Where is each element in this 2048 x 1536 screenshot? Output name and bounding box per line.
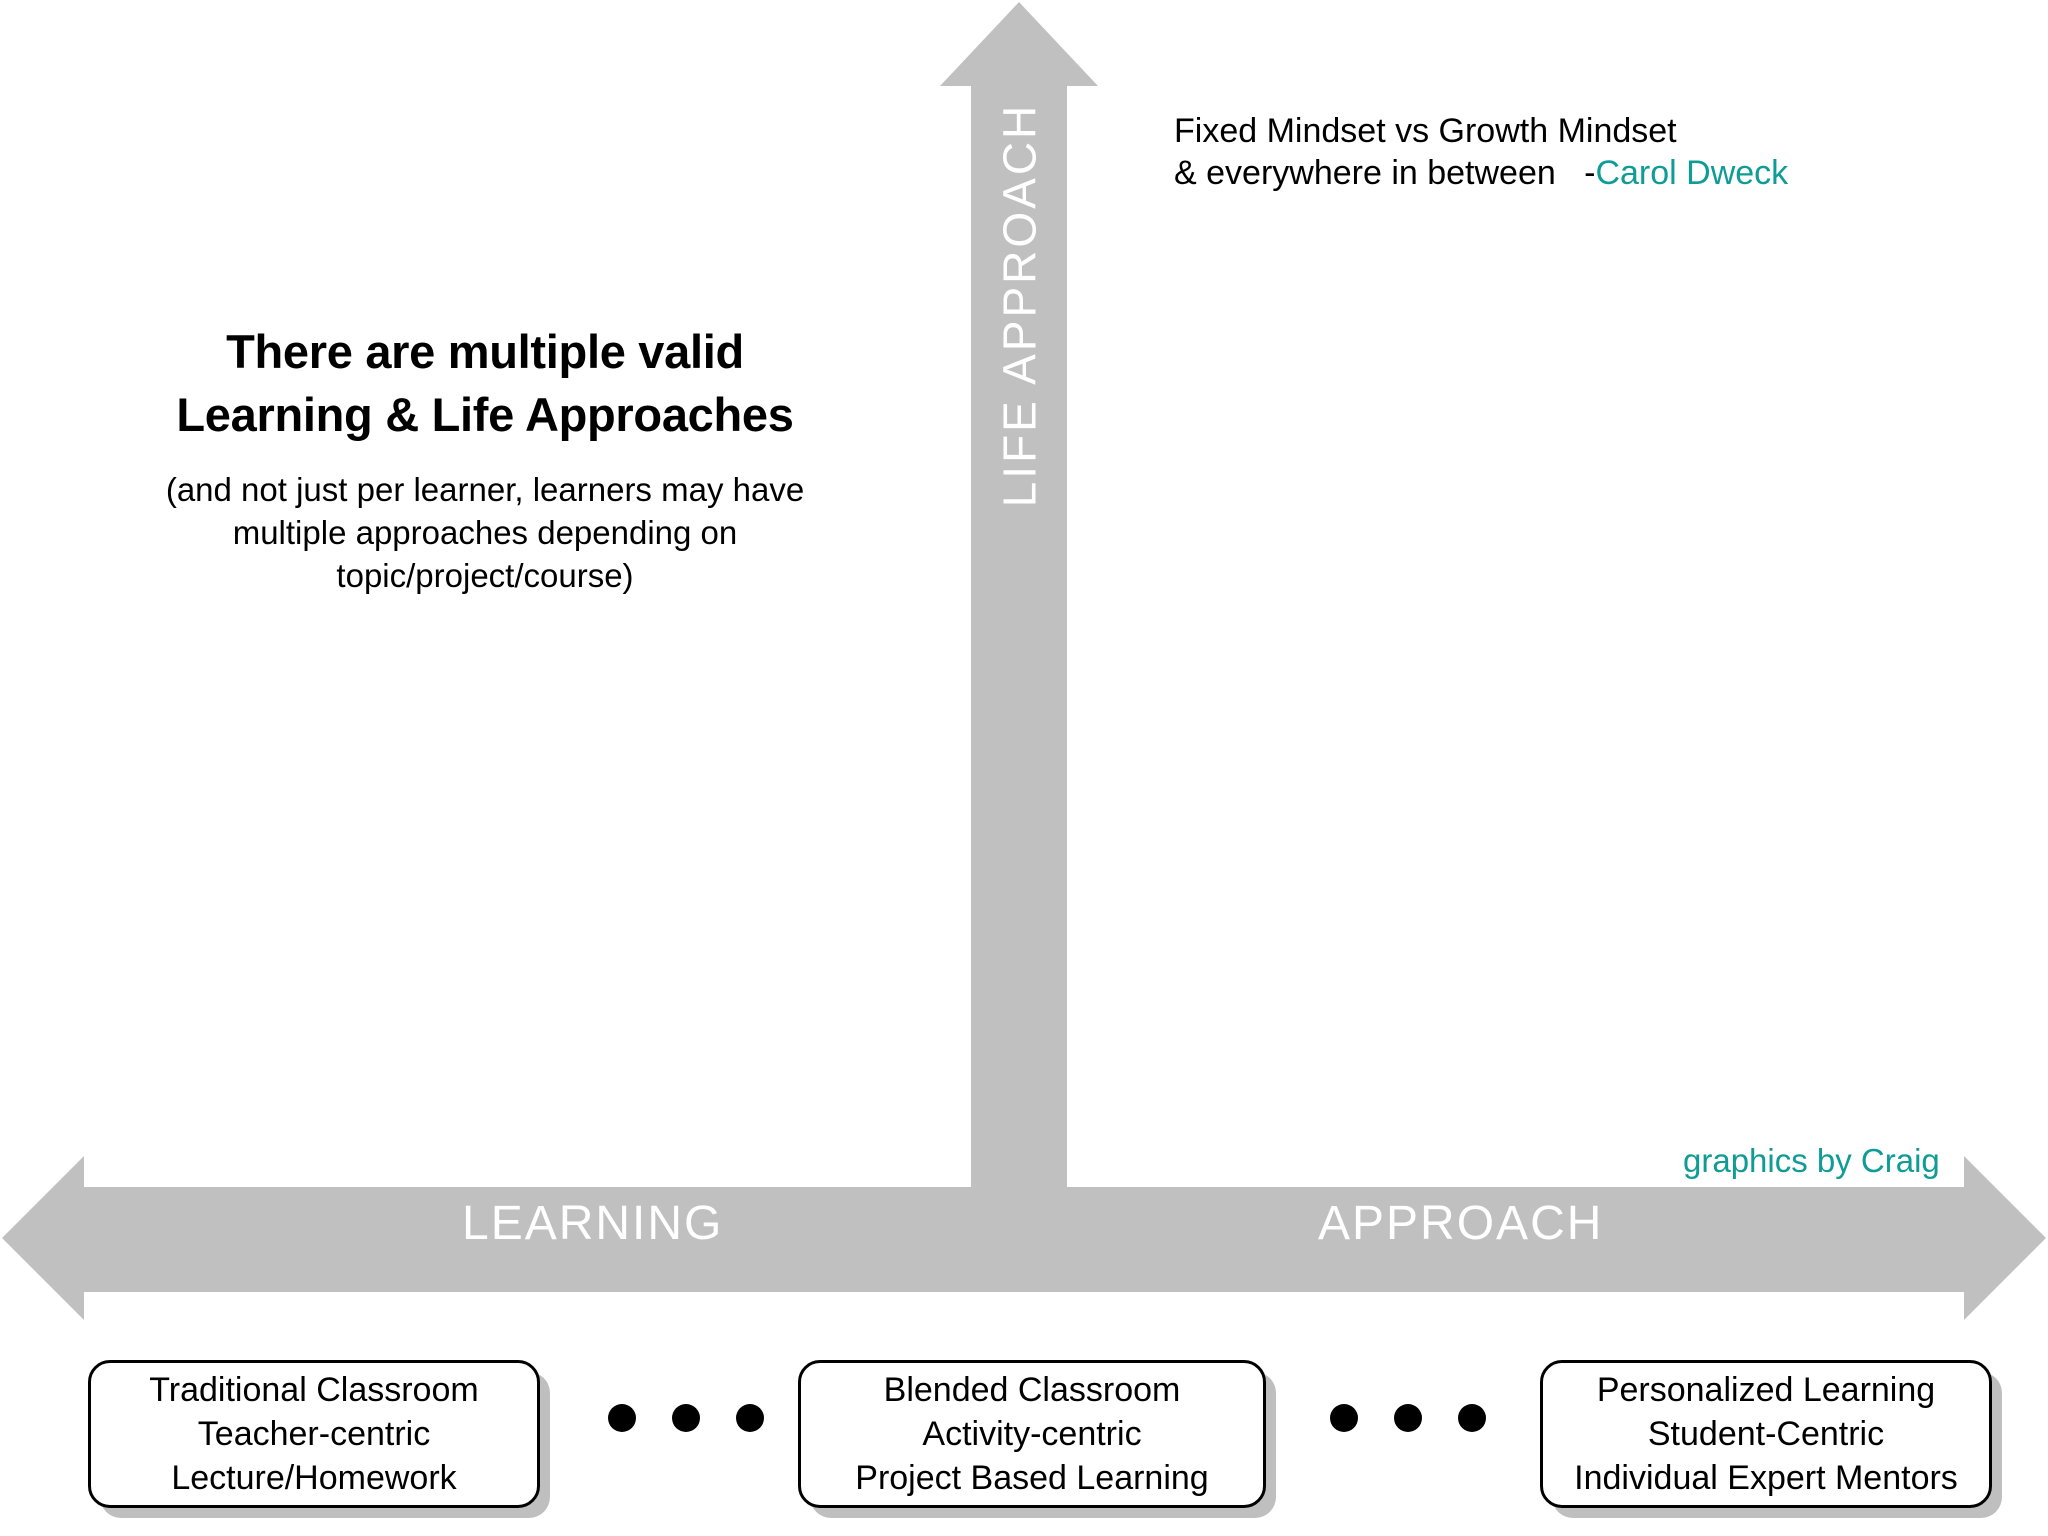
horizontal-arrow (2, 1156, 2046, 1320)
headline-title-line2: Learning & Life Approaches (176, 388, 794, 441)
graphics-credit: graphics by Craig (1683, 1142, 1940, 1179)
headline-block: There are multiple valid Learning & Life… (140, 320, 830, 597)
approach-box-line: Student-Centric (1647, 1415, 1885, 1453)
mindset-annotation-line2-row: & everywhere in between -Carol Dweck (1174, 152, 1788, 194)
dot-icon (736, 1404, 764, 1432)
horizontal-axis-label-approach: APPROACH (1318, 1197, 1604, 1250)
headline-note-line3: topic/project/course) (336, 557, 634, 594)
headline-note: (and not just per learner, learners may … (140, 468, 830, 597)
attribution-name: Carol Dweck (1595, 154, 1789, 192)
mindset-annotation-line2: & everywhere in between (1174, 154, 1556, 192)
ellipsis-dots-right (1330, 1404, 1486, 1432)
dot-icon (672, 1404, 700, 1432)
dot-icon (1458, 1404, 1486, 1432)
approach-box-line: Traditional Classroom (149, 1371, 479, 1409)
dot-icon (608, 1404, 636, 1432)
ellipsis-dots-left (608, 1404, 764, 1432)
vertical-arrow (940, 2, 1098, 1190)
approach-box-personalized[interactable]: Personalized Learning Student-Centric In… (1540, 1360, 1992, 1508)
page-title: There are multiple valid Learning & Life… (140, 320, 830, 446)
approach-box-line: Activity-centric (922, 1415, 1142, 1453)
horizontal-axis-label-learning: LEARNING (462, 1197, 724, 1250)
dot-icon (1330, 1404, 1358, 1432)
headline-note-line2: multiple approaches depending on (232, 514, 738, 551)
headline-note-line1: (and not just per learner, learners may … (165, 471, 805, 508)
mindset-annotation: Fixed Mindset vs Growth Mindset & everyw… (1174, 110, 1788, 194)
mindset-annotation-line1: Fixed Mindset vs Growth Mindset (1174, 112, 1677, 150)
attribution-dash: - (1584, 154, 1596, 192)
approach-box-line: Project Based Learning (855, 1459, 1209, 1497)
approach-box-traditional[interactable]: Traditional Classroom Teacher-centric Le… (88, 1360, 540, 1508)
dot-icon (1394, 1404, 1422, 1432)
approach-box-line: Lecture/Homework (171, 1459, 457, 1497)
approach-box-line: Personalized Learning (1596, 1371, 1936, 1409)
approach-box-line: Blended Classroom (883, 1371, 1181, 1409)
approach-box-blended[interactable]: Blended Classroom Activity-centric Proje… (798, 1360, 1266, 1508)
approach-box-line: Teacher-centric (197, 1415, 431, 1453)
approach-box-line: Individual Expert Mentors (1574, 1459, 1958, 1497)
headline-title-line1: There are multiple valid (226, 325, 744, 378)
